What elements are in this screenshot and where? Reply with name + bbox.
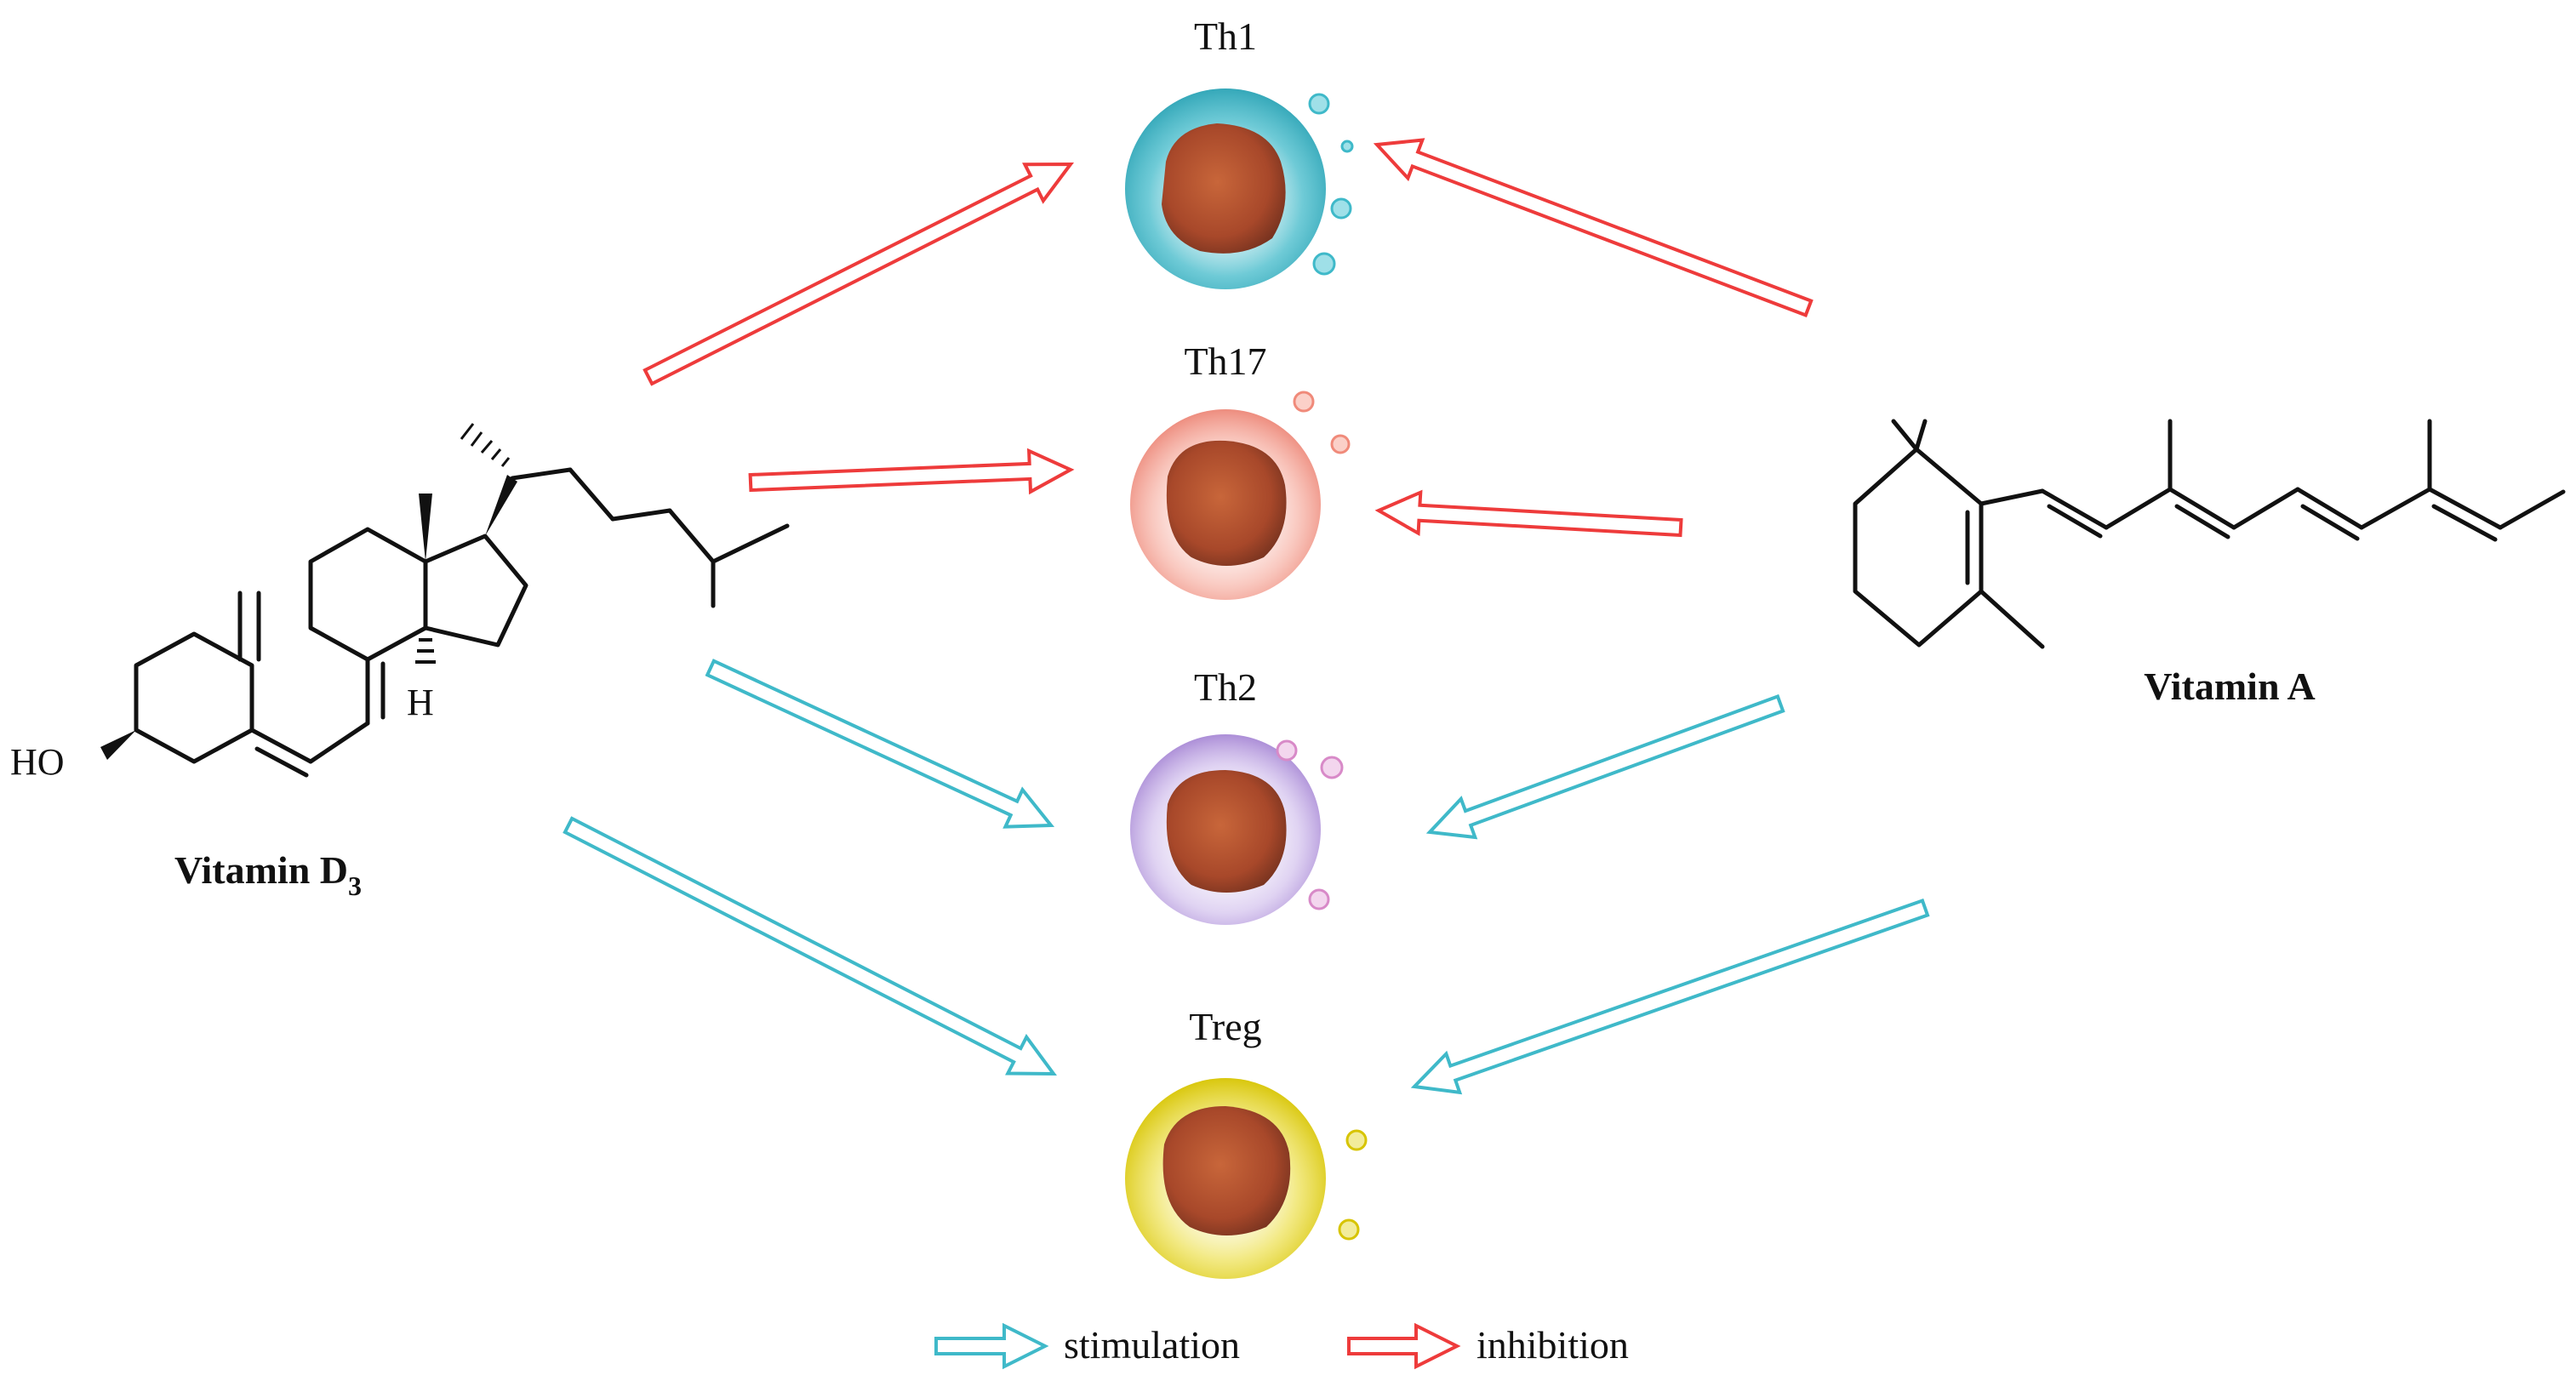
va-chain-8b [2431, 504, 2498, 542]
cytokine-th2-a [1276, 739, 1298, 762]
d3-hash-bond [415, 638, 436, 664]
arrow-a-stimulates-treg [1410, 898, 1930, 1095]
va-chain-6 [2295, 487, 2364, 530]
va-chain-3 [2104, 487, 2173, 530]
cell-label-th17: Th17 [1184, 340, 1266, 383]
va-chain-2b [2047, 504, 2103, 539]
d3-sidechain-wedge [485, 475, 517, 536]
arrow-d3-stimulates-treg [563, 816, 1057, 1076]
cytokine-th1-a [1308, 93, 1330, 115]
vitamin-d3-subscript: 3 [348, 870, 362, 901]
arrow-a-inhibits-th17 [1374, 489, 1683, 538]
cell-nucleus-treg [1162, 1106, 1291, 1235]
va-gem-methyl-2 [1914, 419, 1928, 452]
va-chain-4b [2174, 504, 2230, 539]
va-gem-methyl-1 [1891, 419, 1919, 452]
arrow-a-stimulates-th2 [1425, 693, 1785, 840]
vitamin-d3-structure: HO H Vitamin D3 [10, 423, 790, 901]
cell-label-th2: Th2 [1194, 665, 1257, 709]
cytokine-th2-c [1308, 888, 1330, 910]
cytokine-th1-b [1340, 140, 1354, 153]
cytokine-th17-a [1293, 391, 1315, 413]
cytokine-treg-a [1345, 1129, 1368, 1151]
cell-label-treg: Treg [1189, 1005, 1261, 1048]
d3-atom-h: H [407, 682, 434, 723]
cytokine-th17-b [1330, 434, 1351, 454]
cell-nucleus-th17 [1166, 440, 1287, 566]
d3-ring-d [423, 534, 528, 648]
cytokine-treg-b [1338, 1218, 1360, 1241]
cell-treg: Treg [1125, 1005, 1368, 1279]
legend-arrow-stimulation [934, 1322, 1049, 1370]
vitamin-d3-label: Vitamin D3 [174, 848, 362, 901]
legend-arrow-inhibition [1347, 1322, 1461, 1370]
vitamin-a-label: Vitamin A [2144, 665, 2315, 708]
va-ring-methyl [1979, 589, 2045, 649]
vitamin-a-structure: Vitamin A [1853, 419, 2566, 708]
d3-methyl-hash [460, 423, 511, 467]
d3-chain-1 [510, 467, 573, 481]
d3-methyl-wedge [419, 494, 432, 562]
d3-chain-3 [610, 508, 672, 522]
va-chain-6b [2300, 504, 2360, 541]
cell-nucleus-th1 [1162, 123, 1286, 254]
va-chain-7 [2359, 487, 2432, 530]
d3-linker-1 [249, 728, 313, 764]
cell-label-th1: Th1 [1194, 14, 1257, 58]
d3-linker-2 [308, 721, 370, 764]
legend-label-inhibition: inhibition [1476, 1323, 1629, 1367]
cell-nucleus-th2 [1166, 770, 1287, 893]
va-chain-1 [1979, 488, 2045, 506]
cell-th1: Th1 [1125, 14, 1354, 289]
legend: stimulation inhibition [1064, 1323, 1629, 1367]
d3-ring-c [308, 527, 428, 662]
va-ring [1853, 447, 1984, 648]
d3-chain-2 [568, 467, 615, 522]
va-chain-5 [2231, 487, 2300, 530]
arrow-d3-stimulates-th2 [705, 659, 1055, 829]
cytokine-th2-b [1320, 756, 1344, 779]
va-chain-8 [2427, 487, 2503, 530]
arrow-d3-inhibits-th17 [748, 448, 1075, 495]
arrow-a-inhibits-th1 [1373, 138, 1813, 317]
cell-th2: Th2 [1130, 665, 1344, 925]
cell-th17: Th17 [1130, 340, 1351, 600]
arrow-d3-inhibits-th1 [643, 162, 1074, 386]
d3-ho-wedge [100, 730, 136, 760]
d3-chain-4 [667, 508, 716, 564]
d3-atom-ho: HO [10, 741, 65, 783]
legend-label-stimulation: stimulation [1064, 1323, 1240, 1367]
d3-chain-5 [711, 523, 790, 564]
cytokine-th1-c [1330, 197, 1352, 220]
arrows-layer [563, 138, 1930, 1370]
va-chain-9 [2498, 489, 2566, 530]
va-chain-2 [2040, 488, 2109, 530]
va-chain-4 [2168, 487, 2236, 530]
cytokine-th1-d [1312, 252, 1336, 276]
d3-ring-a [134, 631, 254, 764]
d3-linker-1b [254, 746, 309, 778]
